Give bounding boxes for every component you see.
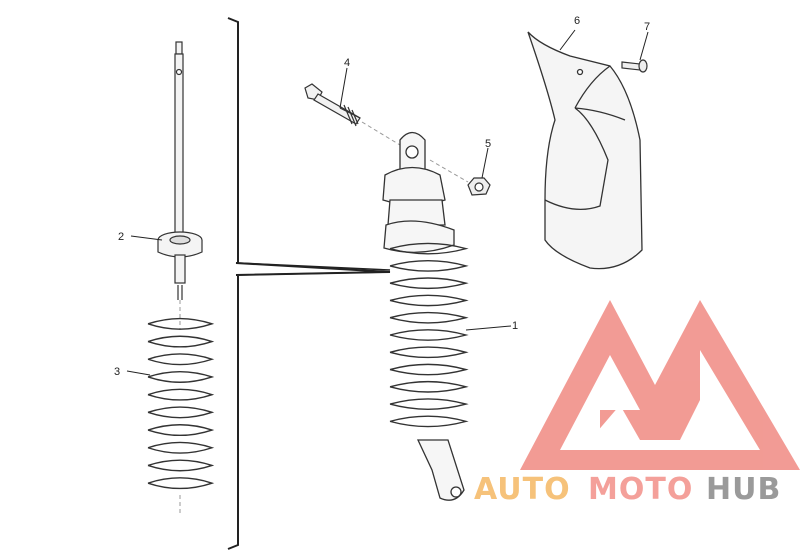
- screw: [621, 59, 648, 73]
- spring-coil: [389, 311, 469, 324]
- callout-4: 4: [344, 57, 350, 69]
- callout-2: 2: [118, 231, 124, 243]
- watermark-logo: [520, 300, 800, 470]
- spring-coil: [389, 363, 469, 376]
- callout-5: 5: [485, 138, 491, 150]
- spring-coil: [389, 346, 469, 359]
- spring-coil: [389, 415, 469, 428]
- spring-coil: [389, 260, 469, 272]
- shock-spring: [389, 242, 469, 428]
- spring-coil: [147, 388, 215, 401]
- watermark-text: AUTO MOTO HUB: [474, 472, 781, 507]
- nut: [467, 177, 491, 196]
- callout-6: 6: [574, 15, 580, 27]
- spring-coil: [147, 353, 215, 366]
- spring-coil: [147, 317, 215, 330]
- spring-coil: [389, 381, 469, 393]
- spring-coil: [147, 424, 215, 436]
- leader-lines: [126, 29, 649, 376]
- spring-coil: [147, 406, 215, 419]
- shock-absorber: [382, 131, 465, 501]
- spring-coil: [147, 335, 215, 348]
- spring-coil: [389, 277, 469, 289]
- spring-coil: [389, 329, 469, 341]
- callout-1: 1: [512, 320, 518, 332]
- spring-coil: [147, 477, 215, 490]
- spring-coil: [147, 371, 215, 383]
- bolt: [304, 83, 361, 127]
- spring-coil: [147, 459, 215, 472]
- spring-coil: [389, 242, 469, 255]
- callout-3: 3: [114, 366, 120, 378]
- spring-coil: [389, 398, 469, 410]
- watermark-auto: AUTO: [474, 472, 571, 507]
- watermark-moto: MOTO: [588, 472, 693, 507]
- spring-coil: [389, 294, 469, 307]
- spring-coil: [147, 441, 215, 454]
- shaft-with-bump-stop: [157, 41, 203, 300]
- mud-guard: [527, 31, 643, 270]
- callout-7: 7: [644, 21, 650, 33]
- watermark-hub: HUB: [706, 472, 781, 507]
- coil-spring-loose: [147, 317, 215, 490]
